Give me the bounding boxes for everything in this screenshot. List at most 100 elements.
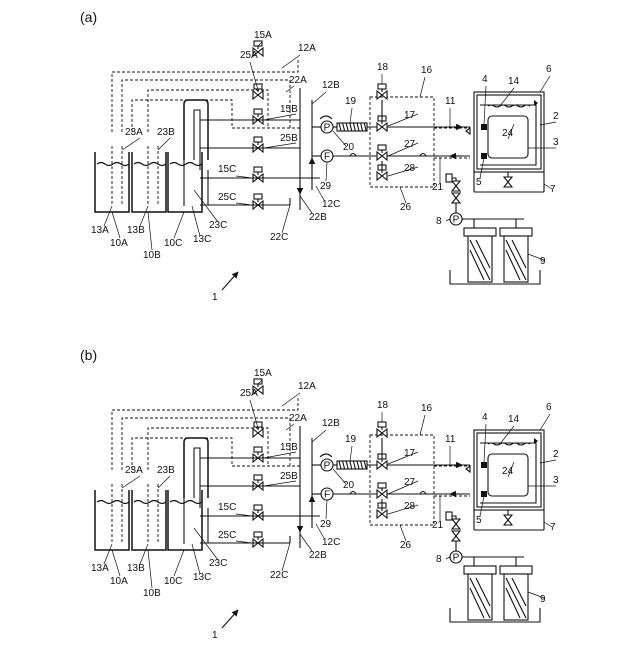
leader-line bbox=[104, 206, 112, 226]
pipe-path bbox=[170, 501, 202, 504]
leader-line bbox=[158, 476, 170, 488]
label-26: 26 bbox=[400, 202, 412, 213]
pipe-path bbox=[466, 128, 470, 134]
dashed-line-12A bbox=[112, 58, 298, 132]
pump-8-icon: P bbox=[450, 551, 462, 564]
valve-lower-2-icon bbox=[452, 531, 460, 541]
valve-25B-icon bbox=[253, 475, 263, 490]
tank-9 bbox=[464, 566, 532, 620]
leader-line bbox=[148, 212, 152, 250]
pipe-23C-inner bbox=[194, 448, 200, 508]
pump-rotation-mark bbox=[320, 116, 332, 119]
flowmeter-29-icon-letter: F bbox=[324, 152, 330, 163]
valve-25C-icon bbox=[253, 532, 263, 547]
valve-27-icon bbox=[377, 145, 387, 160]
leader-line bbox=[326, 162, 327, 181]
pipe-path bbox=[132, 152, 166, 212]
label-12A: 12A bbox=[298, 43, 316, 54]
valve-actuator-icon bbox=[446, 174, 452, 182]
pipe-path bbox=[168, 490, 202, 550]
label-10B: 10B bbox=[143, 588, 161, 599]
label-5: 5 bbox=[476, 177, 482, 188]
label-6: 6 bbox=[546, 64, 552, 75]
label-23B: 23B bbox=[157, 465, 175, 476]
label-15B: 15B bbox=[280, 104, 298, 115]
leader-line bbox=[282, 55, 300, 68]
label-14: 14 bbox=[508, 414, 520, 425]
label-25B: 25B bbox=[280, 133, 298, 144]
manual-valve-bottom-icon bbox=[504, 177, 512, 187]
label-2: 2 bbox=[553, 111, 559, 122]
valve-15C-icon bbox=[253, 167, 263, 182]
label-2: 2 bbox=[553, 449, 559, 460]
label-29: 29 bbox=[320, 519, 332, 530]
label-21: 21 bbox=[432, 182, 444, 193]
pipe-23C-loop bbox=[184, 438, 208, 498]
leader-line bbox=[112, 212, 120, 238]
label-9: 9 bbox=[540, 256, 546, 267]
leader-line bbox=[282, 393, 300, 406]
leader-line bbox=[194, 190, 218, 222]
label-19: 19 bbox=[345, 96, 357, 107]
label-22C: 22C bbox=[270, 570, 288, 581]
label-10A: 10A bbox=[110, 576, 128, 587]
label-9: 9 bbox=[540, 594, 546, 605]
label-10A: 10A bbox=[110, 238, 128, 249]
valve-25B-icon bbox=[253, 137, 263, 152]
label-15B: 15B bbox=[280, 442, 298, 453]
pipe-23C-loop bbox=[184, 100, 208, 160]
leader-line bbox=[326, 500, 327, 519]
manual-valve-bottom-icon bbox=[504, 515, 512, 525]
leader-line bbox=[350, 108, 352, 123]
label-29: 29 bbox=[320, 181, 332, 192]
label-15C: 15C bbox=[218, 164, 236, 175]
panel-label: (a) bbox=[80, 9, 97, 25]
leader-line bbox=[192, 206, 200, 236]
label-13C: 13C bbox=[193, 234, 211, 245]
leader-line bbox=[140, 206, 148, 226]
leader-line bbox=[400, 187, 406, 203]
pump-8-icon: P bbox=[450, 213, 462, 226]
label-25A: 25A bbox=[240, 388, 258, 399]
pump-20-icon-letter: P bbox=[324, 123, 331, 134]
leader-line bbox=[112, 550, 120, 576]
leader-line bbox=[540, 76, 550, 92]
dashed-line-12A bbox=[112, 396, 298, 470]
pipe-path bbox=[134, 163, 166, 166]
leader-line bbox=[158, 138, 170, 150]
valve-actuator-icon bbox=[446, 512, 452, 520]
label-8: 8 bbox=[436, 554, 442, 565]
label-25C: 25C bbox=[218, 192, 236, 203]
flowmeter-29-icon-letter: F bbox=[324, 490, 330, 501]
label-16: 16 bbox=[421, 65, 433, 76]
label-5: 5 bbox=[476, 515, 482, 526]
valve-lower-icon bbox=[452, 181, 460, 191]
dashed-line-22A-outer bbox=[122, 80, 290, 132]
leader-line bbox=[122, 476, 140, 488]
label-1: 1 bbox=[212, 630, 218, 640]
label-20: 20 bbox=[343, 142, 355, 153]
label-20: 20 bbox=[343, 480, 355, 491]
valve-25A-icon bbox=[253, 422, 263, 437]
valve-15C-icon bbox=[253, 505, 263, 520]
label-16: 16 bbox=[421, 403, 433, 414]
label-13B: 13B bbox=[127, 563, 145, 574]
label-12B: 12B bbox=[322, 80, 340, 91]
label-15C: 15C bbox=[218, 502, 236, 513]
leader-line bbox=[194, 528, 218, 560]
label-7: 7 bbox=[550, 184, 556, 195]
pump-20-icon: P bbox=[321, 121, 333, 134]
flowmeter-29-icon: F bbox=[321, 150, 333, 163]
leader-line bbox=[122, 138, 140, 150]
pointer-1 bbox=[222, 610, 238, 628]
leader-line bbox=[540, 414, 550, 430]
label-6: 6 bbox=[546, 402, 552, 413]
leader-line bbox=[174, 212, 184, 238]
valve-15B-icon bbox=[253, 109, 263, 124]
pipe-path bbox=[97, 163, 129, 166]
pipe-path bbox=[168, 152, 202, 212]
label-18: 18 bbox=[377, 62, 389, 73]
leader-line bbox=[333, 469, 346, 484]
label-14: 14 bbox=[508, 76, 520, 87]
